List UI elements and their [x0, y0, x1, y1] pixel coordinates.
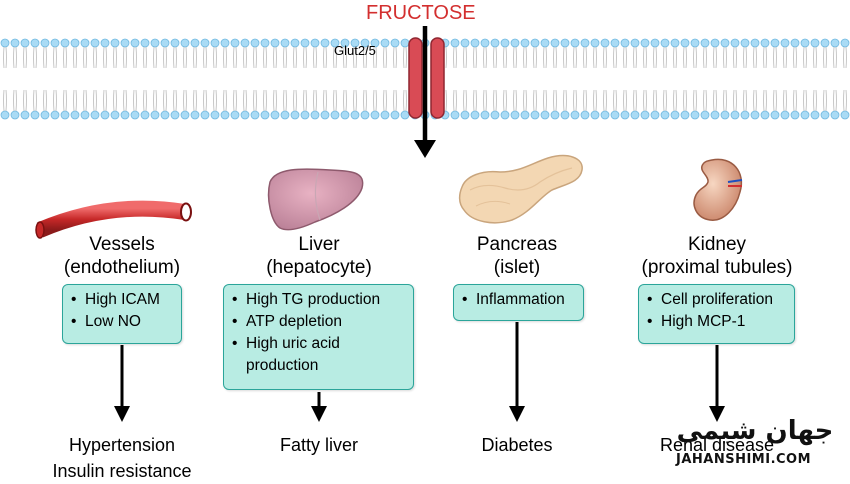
kidney-outcome: Renal disease — [597, 432, 837, 458]
glut-transporter-icon — [408, 37, 445, 119]
organ-sub: (endothelium) — [63, 257, 181, 278]
watermark-logo: جهان شیمی JAHANSHIMI.COM — [660, 416, 840, 472]
liver-icon — [267, 168, 364, 231]
watermark-url: JAHANSHIMI.COM — [676, 452, 812, 467]
outcome-text: Hypertension — [68, 435, 176, 455]
fructose-entry-arrow — [414, 26, 436, 158]
kidney-effects-box: Cell proliferation High MCP-1 — [638, 284, 795, 344]
organ-sub: (proximal tubules) — [641, 257, 793, 278]
pancreas-label: Pancreas (islet) — [417, 233, 617, 279]
pancreas-outcome: Diabetes — [397, 432, 637, 458]
effect-item: Inflammation — [462, 289, 575, 311]
liver-outcome-arrow — [311, 392, 327, 422]
pancreas-outcome-arrow — [509, 322, 525, 422]
liver-label: Liver (hepatocyte) — [219, 233, 419, 279]
outcome-text: Fatty liver — [279, 435, 358, 455]
effect-item: Low NO — [71, 311, 173, 333]
vessels-outcome-arrow — [114, 345, 130, 422]
kidney-icon — [693, 158, 743, 221]
vessel-icon — [35, 200, 192, 239]
outcome-text: Insulin resistance — [52, 461, 192, 481]
vessels-outcome: Hypertension Insulin resistance — [2, 432, 242, 484]
organ-name: Liver — [298, 234, 340, 255]
organ-name: Vessels — [89, 234, 155, 255]
pancreas-effects-box: Inflammation — [453, 284, 584, 321]
liver-outcome: Fatty liver — [199, 432, 439, 458]
kidney-label: Kidney (proximal tubules) — [617, 233, 817, 279]
vessels-label: Vessels (endothelium) — [22, 233, 222, 279]
organ-sub: (hepatocyte) — [266, 257, 372, 278]
outcome-text: Diabetes — [481, 435, 553, 455]
organ-name: Kidney — [687, 234, 747, 255]
vessels-effects-box: High ICAM Low NO — [62, 284, 182, 344]
pancreas-icon — [458, 154, 583, 224]
organ-sub: (islet) — [493, 257, 541, 278]
effect-item: High ICAM — [71, 289, 173, 311]
fructose-title: FRUCTOSE — [366, 2, 476, 24]
effect-item: Cell proliferation — [647, 289, 786, 311]
kidney-outcome-arrow — [709, 345, 725, 422]
watermark-arabic: جهان شیمی — [676, 416, 834, 446]
organ-name: Pancreas — [476, 234, 558, 255]
transporter-label: Glut2/5 — [334, 43, 376, 58]
effect-item: High TG production — [232, 289, 405, 311]
outcome-text: Renal disease — [659, 435, 775, 455]
effect-item: High uric acid production — [232, 333, 376, 377]
effect-item: High MCP-1 — [647, 311, 786, 333]
liver-effects-box: High TG production ATP depletion High ur… — [223, 284, 414, 390]
effect-item: ATP depletion — [232, 311, 405, 333]
